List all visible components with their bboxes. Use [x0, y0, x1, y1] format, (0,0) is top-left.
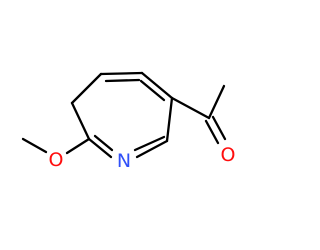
- atom-label-methoxy-oxygen: O: [49, 149, 64, 171]
- atom-label-carbonyl-oxygen: O: [221, 144, 236, 166]
- bond-n1-c2-inner: [93, 134, 114, 152]
- bond-cacyl-o: [204, 119, 220, 145]
- bond-c5-c6: [140, 71, 174, 100]
- bond-cacyl-ch3: [207, 84, 226, 120]
- bond-c6-c7: [165, 96, 174, 143]
- bond-c3-c4: [70, 72, 103, 105]
- molecule-structure: N O O: [21, 71, 236, 172]
- bond-c4-c5-inner: [104, 78, 141, 83]
- bond-cacyl-o-double: [211, 115, 227, 141]
- molecule-canvas: N O O: [21, 71, 236, 172]
- bond-c7-n1: [135, 139, 169, 159]
- bond-c6-cacyl: [170, 96, 211, 120]
- bond-c5-c6-inner: [139, 79, 166, 102]
- bond-o-ch3: [21, 137, 48, 154]
- atom-label-nitrogen: N: [117, 150, 131, 172]
- bond-n1-c2: [87, 137, 113, 159]
- bond-c7-c7-inner: [133, 135, 166, 152]
- bond-c2-o: [65, 137, 91, 155]
- bond-c4-c5: [99, 71, 144, 76]
- bond-c2-c3: [70, 101, 91, 141]
